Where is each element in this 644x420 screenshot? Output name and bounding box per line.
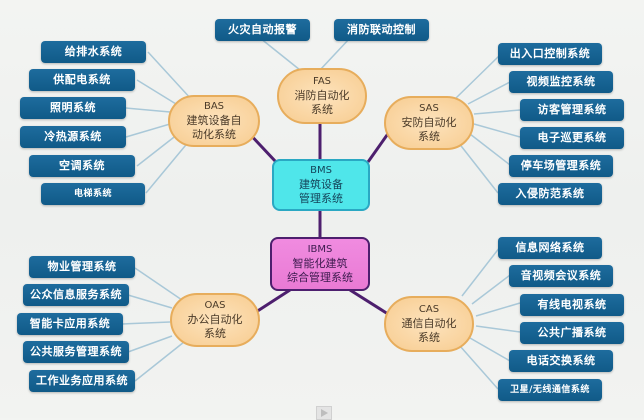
oas-leaf-public-info: 公众信息服务系统 bbox=[23, 284, 129, 306]
cas-leaf-broadcast: 公共广播系统 bbox=[520, 322, 624, 344]
hub-fas-code: FAS bbox=[312, 76, 332, 87]
hub-fas: FAS 消防自动化 系统 bbox=[277, 68, 367, 124]
sas-leaf-parking: 停车场管理系统 bbox=[509, 155, 613, 177]
hub-fas-line2: 系统 bbox=[311, 103, 333, 116]
hub-sas-line1: 安防自动化 bbox=[401, 116, 457, 129]
hub-sas: SAS 安防自动化 系统 bbox=[384, 96, 474, 150]
hub-oas-code: OAS bbox=[204, 300, 226, 311]
fas-leaf-fire-alarm: 火灾自动报警 bbox=[215, 19, 310, 41]
core-bms-code: BMS bbox=[310, 165, 332, 176]
core-ibms-code: IBMS bbox=[307, 244, 333, 255]
hub-bas: BAS 建筑设备自 动化系统 bbox=[168, 95, 260, 147]
cas-leaf-cable-tv: 有线电视系统 bbox=[520, 294, 624, 316]
core-bms-line1: 建筑设备 bbox=[299, 178, 343, 191]
bas-leaf-hvac-source: 冷热源系统 bbox=[20, 126, 126, 148]
bas-leaf-lighting: 照明系统 bbox=[20, 97, 126, 119]
hub-fas-line1: 消防自动化 bbox=[294, 89, 350, 102]
oas-leaf-public-service: 公共服务管理系统 bbox=[23, 341, 129, 363]
core-bms: BMS 建筑设备 管理系统 bbox=[272, 159, 370, 211]
core-ibms-line2: 综合管理系统 bbox=[287, 271, 353, 284]
sas-leaf-video: 视频监控系统 bbox=[509, 71, 613, 93]
hub-oas: OAS 办公自动化 系统 bbox=[170, 293, 260, 347]
hub-bas-line2: 动化系统 bbox=[192, 128, 236, 141]
sas-leaf-intrusion: 入侵防范系统 bbox=[498, 183, 602, 205]
cas-leaf-network: 信息网络系统 bbox=[498, 237, 602, 259]
hub-cas: CAS 通信自动化 系统 bbox=[384, 296, 474, 352]
sas-leaf-patrol: 电子巡更系统 bbox=[520, 127, 624, 149]
cas-leaf-satellite: 卫星/无线通信系统 bbox=[498, 379, 602, 401]
hub-bas-code: BAS bbox=[203, 101, 225, 112]
core-bms-line2: 管理系统 bbox=[299, 192, 343, 205]
fas-leaf-fire-linkage: 消防联动控制 bbox=[334, 19, 429, 41]
oas-leaf-property: 物业管理系统 bbox=[29, 256, 135, 278]
oas-leaf-business: 工作业务应用系统 bbox=[29, 370, 135, 392]
hub-cas-code: CAS bbox=[418, 304, 440, 315]
bas-leaf-power: 供配电系统 bbox=[29, 69, 135, 91]
hub-bas-line1: 建筑设备自 bbox=[186, 114, 242, 127]
hub-oas-line2: 系统 bbox=[204, 327, 226, 340]
sas-leaf-access-control: 出入口控制系统 bbox=[498, 43, 602, 65]
sas-leaf-visitor: 访客管理系统 bbox=[520, 99, 624, 121]
hub-oas-line1: 办公自动化 bbox=[187, 313, 243, 326]
hub-sas-line2: 系统 bbox=[418, 130, 440, 143]
hub-sas-code: SAS bbox=[419, 103, 439, 114]
hub-cas-line2: 系统 bbox=[418, 331, 440, 344]
cas-leaf-telephone: 电话交换系统 bbox=[509, 350, 613, 372]
core-ibms-line1: 智能化建筑 bbox=[292, 257, 348, 270]
bas-leaf-water: 给排水系统 bbox=[41, 41, 146, 63]
hub-cas-line1: 通信自动化 bbox=[401, 317, 457, 330]
bas-leaf-aircon: 空调系统 bbox=[29, 155, 135, 177]
bas-leaf-elevator: 电梯系统 bbox=[41, 183, 145, 205]
oas-leaf-smart-card: 智能卡应用系统 bbox=[17, 313, 123, 335]
cas-leaf-av-conference: 音视频会议系统 bbox=[509, 265, 613, 287]
core-ibms: IBMS 智能化建筑 综合管理系统 bbox=[270, 237, 370, 291]
